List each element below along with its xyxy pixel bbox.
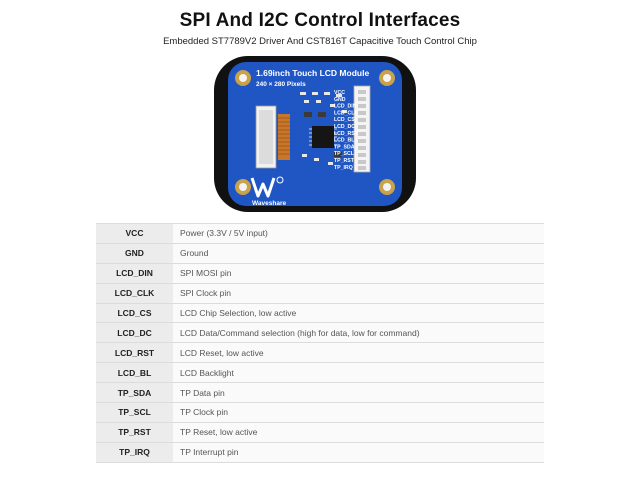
board-pin-label: LCD_RST [334,131,359,137]
module-resolution: 240 × 280 Pixels [256,81,306,88]
pin-description: TP Interrupt pin [173,442,544,463]
pin-description: SPI Clock pin [173,283,544,304]
board-pin-label: LCD_CLK [334,110,358,116]
pin-description: Power (3.3V / 5V input) [173,223,544,244]
pin-name: LCD_RST [96,342,173,364]
pin-description: LCD Reset, low active [173,342,544,364]
pin-name: LCD_CS [96,303,173,324]
board-pin-label: LCD_CS [334,117,355,123]
lcd-module-photo: 1.69inch Touch LCD Module 240 × 280 Pixe… [212,54,418,214]
module-title: 1.69inch Touch LCD Module [256,68,369,78]
page-subtitle: Embedded ST7789V2 Driver And CST816T Cap… [163,36,477,47]
ic-chip [312,126,334,148]
pin-description: Ground [173,243,544,264]
pin-description: TP Reset, low active [173,422,544,443]
pin-name: TP_RST [96,422,173,443]
board-pin-label: LCD_DC [334,124,355,130]
pin-description: LCD Chip Selection, low active [173,303,544,324]
page-title: SPI And I2C Control Interfaces [179,10,461,31]
mounting-hole-icon [235,70,395,195]
board-pin-label: VCC [334,90,345,96]
board-pin-label: TP_SDA [334,144,355,150]
board-pin-label: TP_SCL [334,151,355,157]
pin-description: TP Data pin [173,382,544,404]
pin-name: LCD_DC [96,322,173,344]
pin-name: LCD_BL [96,362,173,384]
pin-description: LCD Data/Command selection (high for dat… [173,322,544,344]
waveshare-logo-icon [250,176,284,198]
board-pin-label: GND [334,97,346,103]
pin-name: GND [96,243,173,264]
board-pin-label: TP_RST [334,158,355,164]
pin-name: LCD_DIN [96,263,173,284]
pin-description: TP Clock pin [173,402,544,423]
pin-name: TP_IRQ [96,442,173,463]
pin-name: LCD_CLK [96,283,173,304]
pin-description: LCD Backlight [173,362,544,384]
brand-name: Waveshare [252,200,286,207]
board-pin-label: TP_IRQ [334,165,353,171]
board-pin-label: LCD_BL [334,138,355,144]
pin-name: TP_SCL [96,402,173,423]
pin-name: VCC [96,223,173,244]
board-pin-label: LCD_DIN [334,104,357,110]
pin-name: TP_SDA [96,382,173,404]
ribbon-cable [278,114,290,160]
pin-description: SPI MOSI pin [173,263,544,284]
